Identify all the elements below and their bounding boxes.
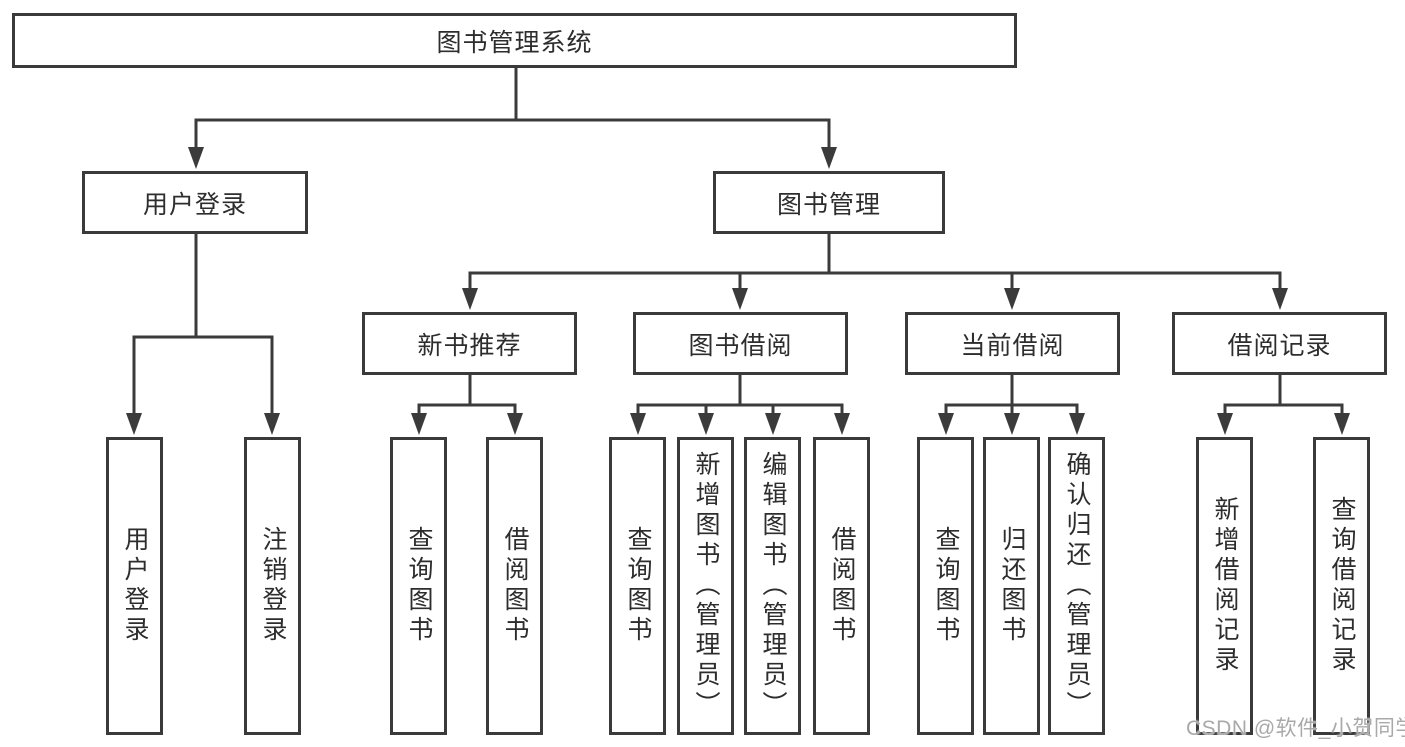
leaf-query-books-recommend-label: 查询图书: [405, 526, 433, 646]
leaf-confirm-return-admin: 确认归还（管理员）: [1048, 437, 1105, 735]
node-borrowing-records-label: 借阅记录: [1227, 331, 1332, 360]
connector-rails: [132, 66, 1344, 416]
leaf-confirm-return-admin-label: 确认归还（管理员）: [1063, 451, 1091, 721]
leaf-query-books-current: 查询图书: [917, 437, 974, 735]
node-current-borrowing-label: 当前借阅: [960, 331, 1065, 360]
leaf-edit-book-admin: 编辑图书（管理员）: [744, 437, 801, 735]
leaf-logout: 注销登录: [244, 437, 301, 735]
leaf-add-borrow-record-label: 新增借阅记录: [1211, 496, 1239, 676]
leaf-add-book-admin: 新增图书（管理员）: [677, 437, 734, 735]
leaf-return-books-label: 归还图书: [998, 526, 1026, 646]
leaf-query-books-current-label: 查询图书: [932, 526, 960, 646]
leaf-query-books-recommend: 查询图书: [390, 437, 447, 735]
node-new-book-recommend-label: 新书推荐: [417, 331, 522, 360]
node-user-login-branch-label: 用户登录: [142, 190, 247, 219]
leaf-borrow-books-recommend-label: 借阅图书: [501, 526, 529, 646]
leaf-borrow-books-borrowing-label: 借阅图书: [828, 526, 856, 646]
node-root-label: 图书管理系统: [436, 28, 593, 57]
leaf-user-login-label: 用户登录: [121, 526, 149, 646]
leaf-return-books: 归还图书: [983, 437, 1040, 735]
leaf-borrow-books-recommend: 借阅图书: [486, 437, 543, 735]
leaf-query-books-borrowing: 查询图书: [609, 437, 666, 735]
leaf-user-login: 用户登录: [106, 437, 163, 735]
leaf-logout-label: 注销登录: [259, 526, 287, 646]
leaf-add-borrow-record: 新增借阅记录: [1196, 437, 1253, 735]
leaf-query-books-borrowing-label: 查询图书: [624, 526, 652, 646]
node-new-book-recommend: 新书推荐: [362, 312, 577, 375]
arrowheads: [126, 147, 1350, 435]
node-book-management: 图书管理: [713, 171, 945, 234]
csdn-watermark: CSDN @软件_小贺同学: [1186, 717, 1405, 740]
node-current-borrowing: 当前借阅: [905, 312, 1120, 375]
leaf-query-borrow-record-label: 查询借阅记录: [1328, 496, 1356, 676]
node-user-login-branch: 用户登录: [82, 171, 308, 234]
node-book-borrowing: 图书借阅: [633, 312, 848, 375]
node-book-borrowing-label: 图书借阅: [688, 331, 793, 360]
leaf-query-borrow-record: 查询借阅记录: [1313, 437, 1370, 735]
leaf-borrow-books-borrowing: 借阅图书: [813, 437, 870, 735]
leaf-edit-book-admin-label: 编辑图书（管理员）: [759, 451, 787, 721]
node-root: 图书管理系统: [12, 13, 1017, 68]
leaf-add-book-admin-label: 新增图书（管理员）: [692, 451, 720, 721]
node-book-management-label: 图书管理: [776, 190, 881, 219]
node-borrowing-records: 借阅记录: [1172, 312, 1387, 375]
